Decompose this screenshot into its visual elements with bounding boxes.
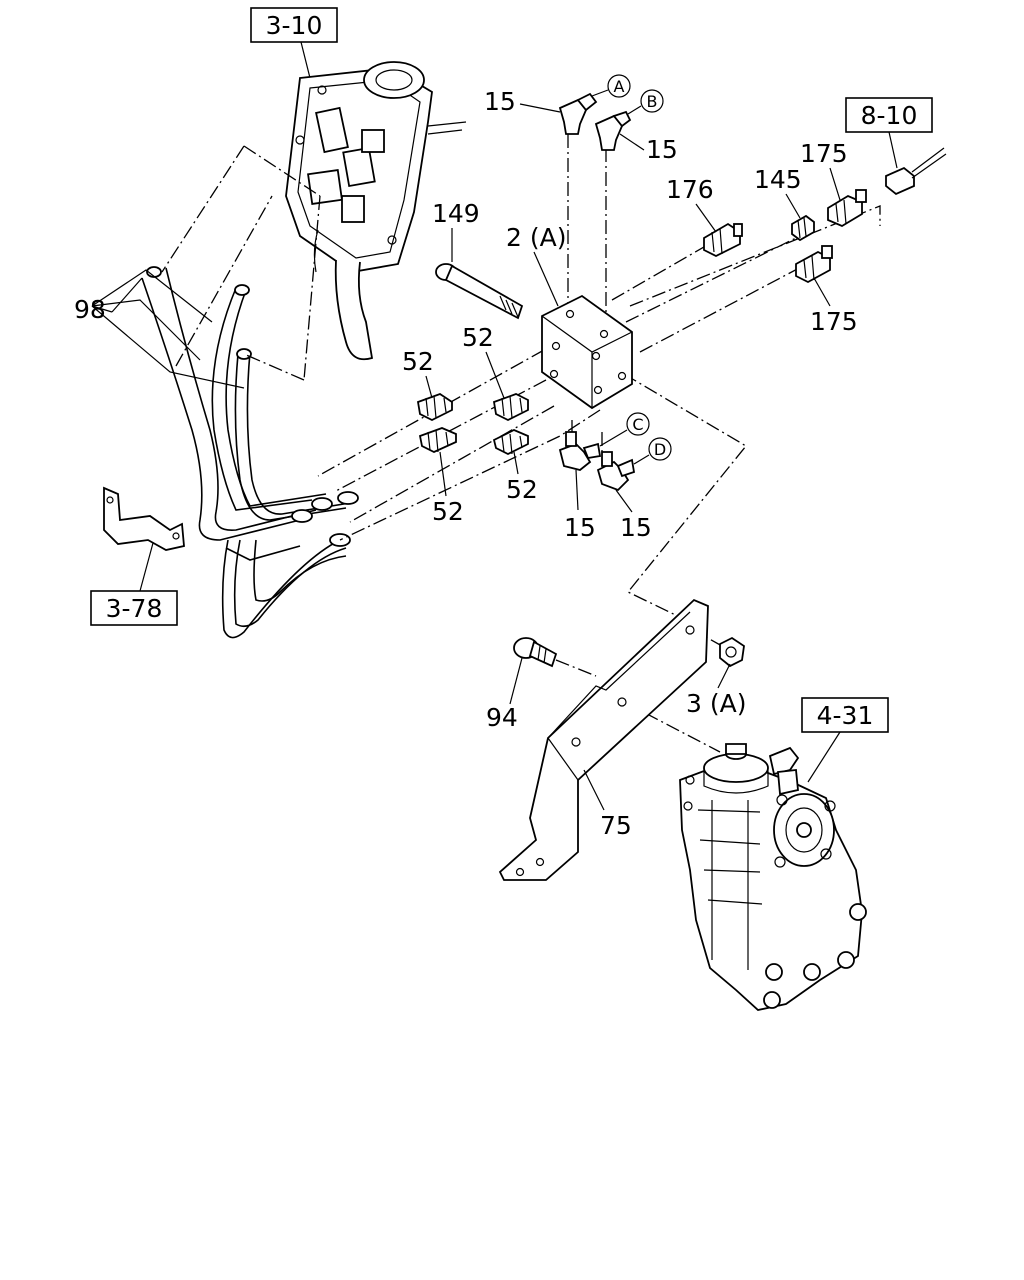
callout-75: 75	[600, 811, 632, 840]
leader-3a	[717, 663, 731, 689]
leader-98-fan	[91, 269, 245, 389]
leader-175-top	[829, 167, 841, 201]
callout-52-d: 52	[506, 475, 538, 504]
ref-box-3-10[interactable]: 3-10	[250, 7, 338, 43]
circle-letter-d: D	[633, 437, 672, 465]
ref-box-8-10-label: 8-10	[861, 101, 918, 130]
callout-15-bottom-right: 15	[620, 513, 652, 542]
leader-15-top-left	[519, 103, 561, 113]
ref-box-4-31[interactable]: 4-31	[801, 697, 889, 733]
circle-letter-a-text: A	[614, 77, 625, 96]
bolt-149	[435, 263, 524, 320]
leader-176	[695, 203, 717, 233]
callout-15-bottom-left: 15	[564, 513, 596, 542]
elbow-fitting-15-top-left	[558, 92, 598, 135]
callout-15-top-left: 15	[484, 87, 516, 116]
ref-box-4-31-label: 4-31	[817, 701, 874, 730]
leader-98-a	[111, 277, 143, 313]
callout-175-bottom: 175	[810, 307, 858, 336]
callout-145: 145	[754, 165, 802, 194]
ref-box-8-10[interactable]: 8-10	[845, 97, 933, 133]
elbow-fitting-15-bottom-right	[596, 451, 636, 492]
bolt-94	[513, 637, 558, 668]
callout-52-b: 52	[462, 323, 494, 352]
pipe-fitting-52-c	[418, 427, 457, 453]
pipe-bundle	[141, 266, 359, 639]
switch-175-bottom	[795, 245, 833, 284]
leader-15-bottom-left	[575, 469, 579, 511]
circle-letter-c-text: C	[632, 415, 643, 434]
ref-box-3-10-label: 3-10	[266, 11, 323, 40]
callout-15-top-right: 15	[646, 135, 678, 164]
leader-52-c	[439, 451, 447, 497]
circle-letter-b-text: B	[647, 92, 658, 111]
callout-94: 94	[486, 703, 518, 732]
brake-valve-assembly	[285, 61, 467, 361]
washer-145	[791, 214, 815, 242]
callout-52-c: 52	[432, 497, 464, 526]
leader-52-b	[485, 351, 505, 399]
circle-letter-b: B	[627, 89, 664, 115]
leader-2a	[533, 251, 559, 307]
leader-8-10	[888, 131, 898, 169]
ref-box-3-78[interactable]: 3-78	[90, 590, 178, 626]
pipe-fitting-52-d	[492, 429, 529, 456]
circle-letter-d-text: D	[654, 440, 666, 459]
distribution-block	[541, 294, 633, 410]
leader-15-bottom-right	[615, 489, 633, 513]
pipe-clip	[103, 486, 185, 551]
leader-52-d	[513, 451, 519, 475]
elbow-fitting-15-bottom-left	[558, 431, 602, 471]
nut-3a	[719, 636, 745, 668]
leader-3-78	[139, 542, 154, 592]
circle-letter-c: C	[599, 412, 650, 447]
callout-175-top: 175	[800, 139, 848, 168]
callout-3a: 3 (A)	[686, 689, 746, 718]
pipe-fitting-52-a	[416, 392, 453, 422]
leader-175-bottom	[813, 277, 831, 307]
air-valve-assembly	[679, 743, 867, 1011]
bracket-75	[498, 598, 709, 881]
callout-176: 176	[666, 175, 714, 204]
connector-8-10	[885, 147, 947, 196]
leader-145	[785, 193, 801, 219]
leader-75	[583, 769, 605, 811]
switch-176	[703, 222, 743, 258]
callout-2a: 2 (A)	[506, 223, 566, 252]
ref-box-3-78-label: 3-78	[106, 594, 163, 623]
leader-15-top-right	[619, 133, 645, 151]
leader-52-a	[425, 375, 433, 399]
switch-175-top	[827, 189, 867, 228]
leader-98-b	[91, 305, 113, 313]
elbow-fitting-15-top-right	[594, 110, 632, 151]
leader-4-31	[807, 731, 841, 783]
callout-52-a: 52	[402, 347, 434, 376]
leader-94	[509, 657, 523, 705]
pipe-fitting-52-b	[492, 393, 529, 422]
circle-letter-a: A	[591, 74, 631, 98]
callout-149: 149	[432, 199, 480, 228]
